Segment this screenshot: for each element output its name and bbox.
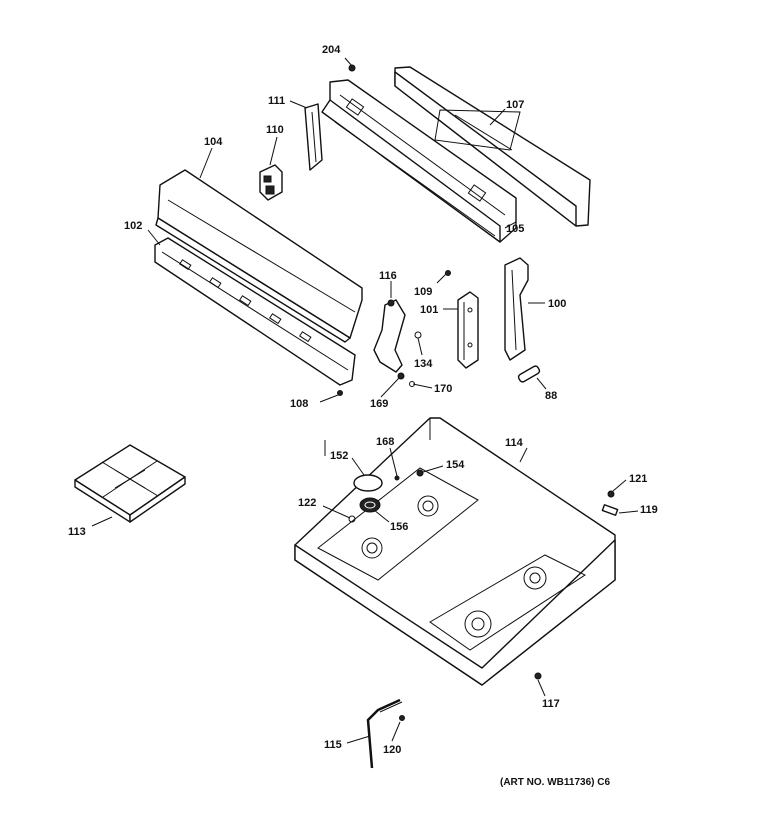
part-109-screw [445,270,451,276]
part-113-grate [74,444,186,523]
callout-107: 107 [506,99,524,111]
callout-104: 104 [204,136,223,148]
callout-115: 115 [324,739,342,751]
callout-134: 134 [414,358,433,370]
callout-122: 122 [298,497,316,509]
callout-117: 117 [542,698,560,710]
part-88-spacer [517,365,541,383]
callout-102: 102 [124,220,142,232]
callout-204: 204 [322,44,341,56]
leader-lines [91,57,639,744]
part-154-igniter [416,469,424,477]
part-204-screw [348,64,356,72]
callout-113: 113 [68,526,86,538]
callout-101: 101 [420,304,438,316]
part-100-side-bracket [504,257,529,361]
callout-105: 105 [506,223,524,235]
callout-110: 110 [266,124,284,136]
callout-108: 108 [290,398,308,410]
callout-114: 114 [505,437,524,449]
callout-88: 88 [545,390,557,402]
callout-169: 169 [370,398,388,410]
part-152-burner-cap [353,474,383,492]
callout-109: 109 [414,286,432,298]
part-105-backguard-frame [321,79,517,243]
callout-168: 168 [376,436,394,448]
callout-100: 100 [548,298,566,310]
callout-121: 121 [629,473,647,485]
part-169-nut [397,372,405,380]
callout-152: 152 [330,450,348,462]
part-122-electrode [348,515,356,523]
part-117-screw [534,672,542,680]
part-115-rod [366,698,403,769]
part-121-screw [607,490,615,498]
callout-labels: 204 111 107 110 104 105 102 116 109 101 … [68,44,658,756]
callout-116: 116 [379,270,397,282]
part-116-bracket [373,299,406,373]
part-110-module [259,164,283,201]
part-107-vent-trim [394,66,591,227]
part-119-clip [601,504,619,516]
callout-156: 156 [390,521,408,533]
part-168-screw [394,475,400,481]
callout-154: 154 [446,459,465,471]
part-156-burner-head [359,497,381,513]
part-101-bracket [457,291,479,369]
callout-120: 120 [383,744,401,756]
art-number: (ART NO. WB11736) C6 [500,777,610,788]
part-120-screw [399,715,405,721]
part-111-side-bracket [304,103,323,171]
callout-170: 170 [434,383,452,395]
part-104-control-panel [155,169,363,343]
callout-111: 111 [268,95,285,107]
part-108-screw [337,390,343,396]
part-102-manifold-panel [154,237,356,386]
part-134-clip [414,331,422,339]
callout-119: 119 [640,504,658,516]
